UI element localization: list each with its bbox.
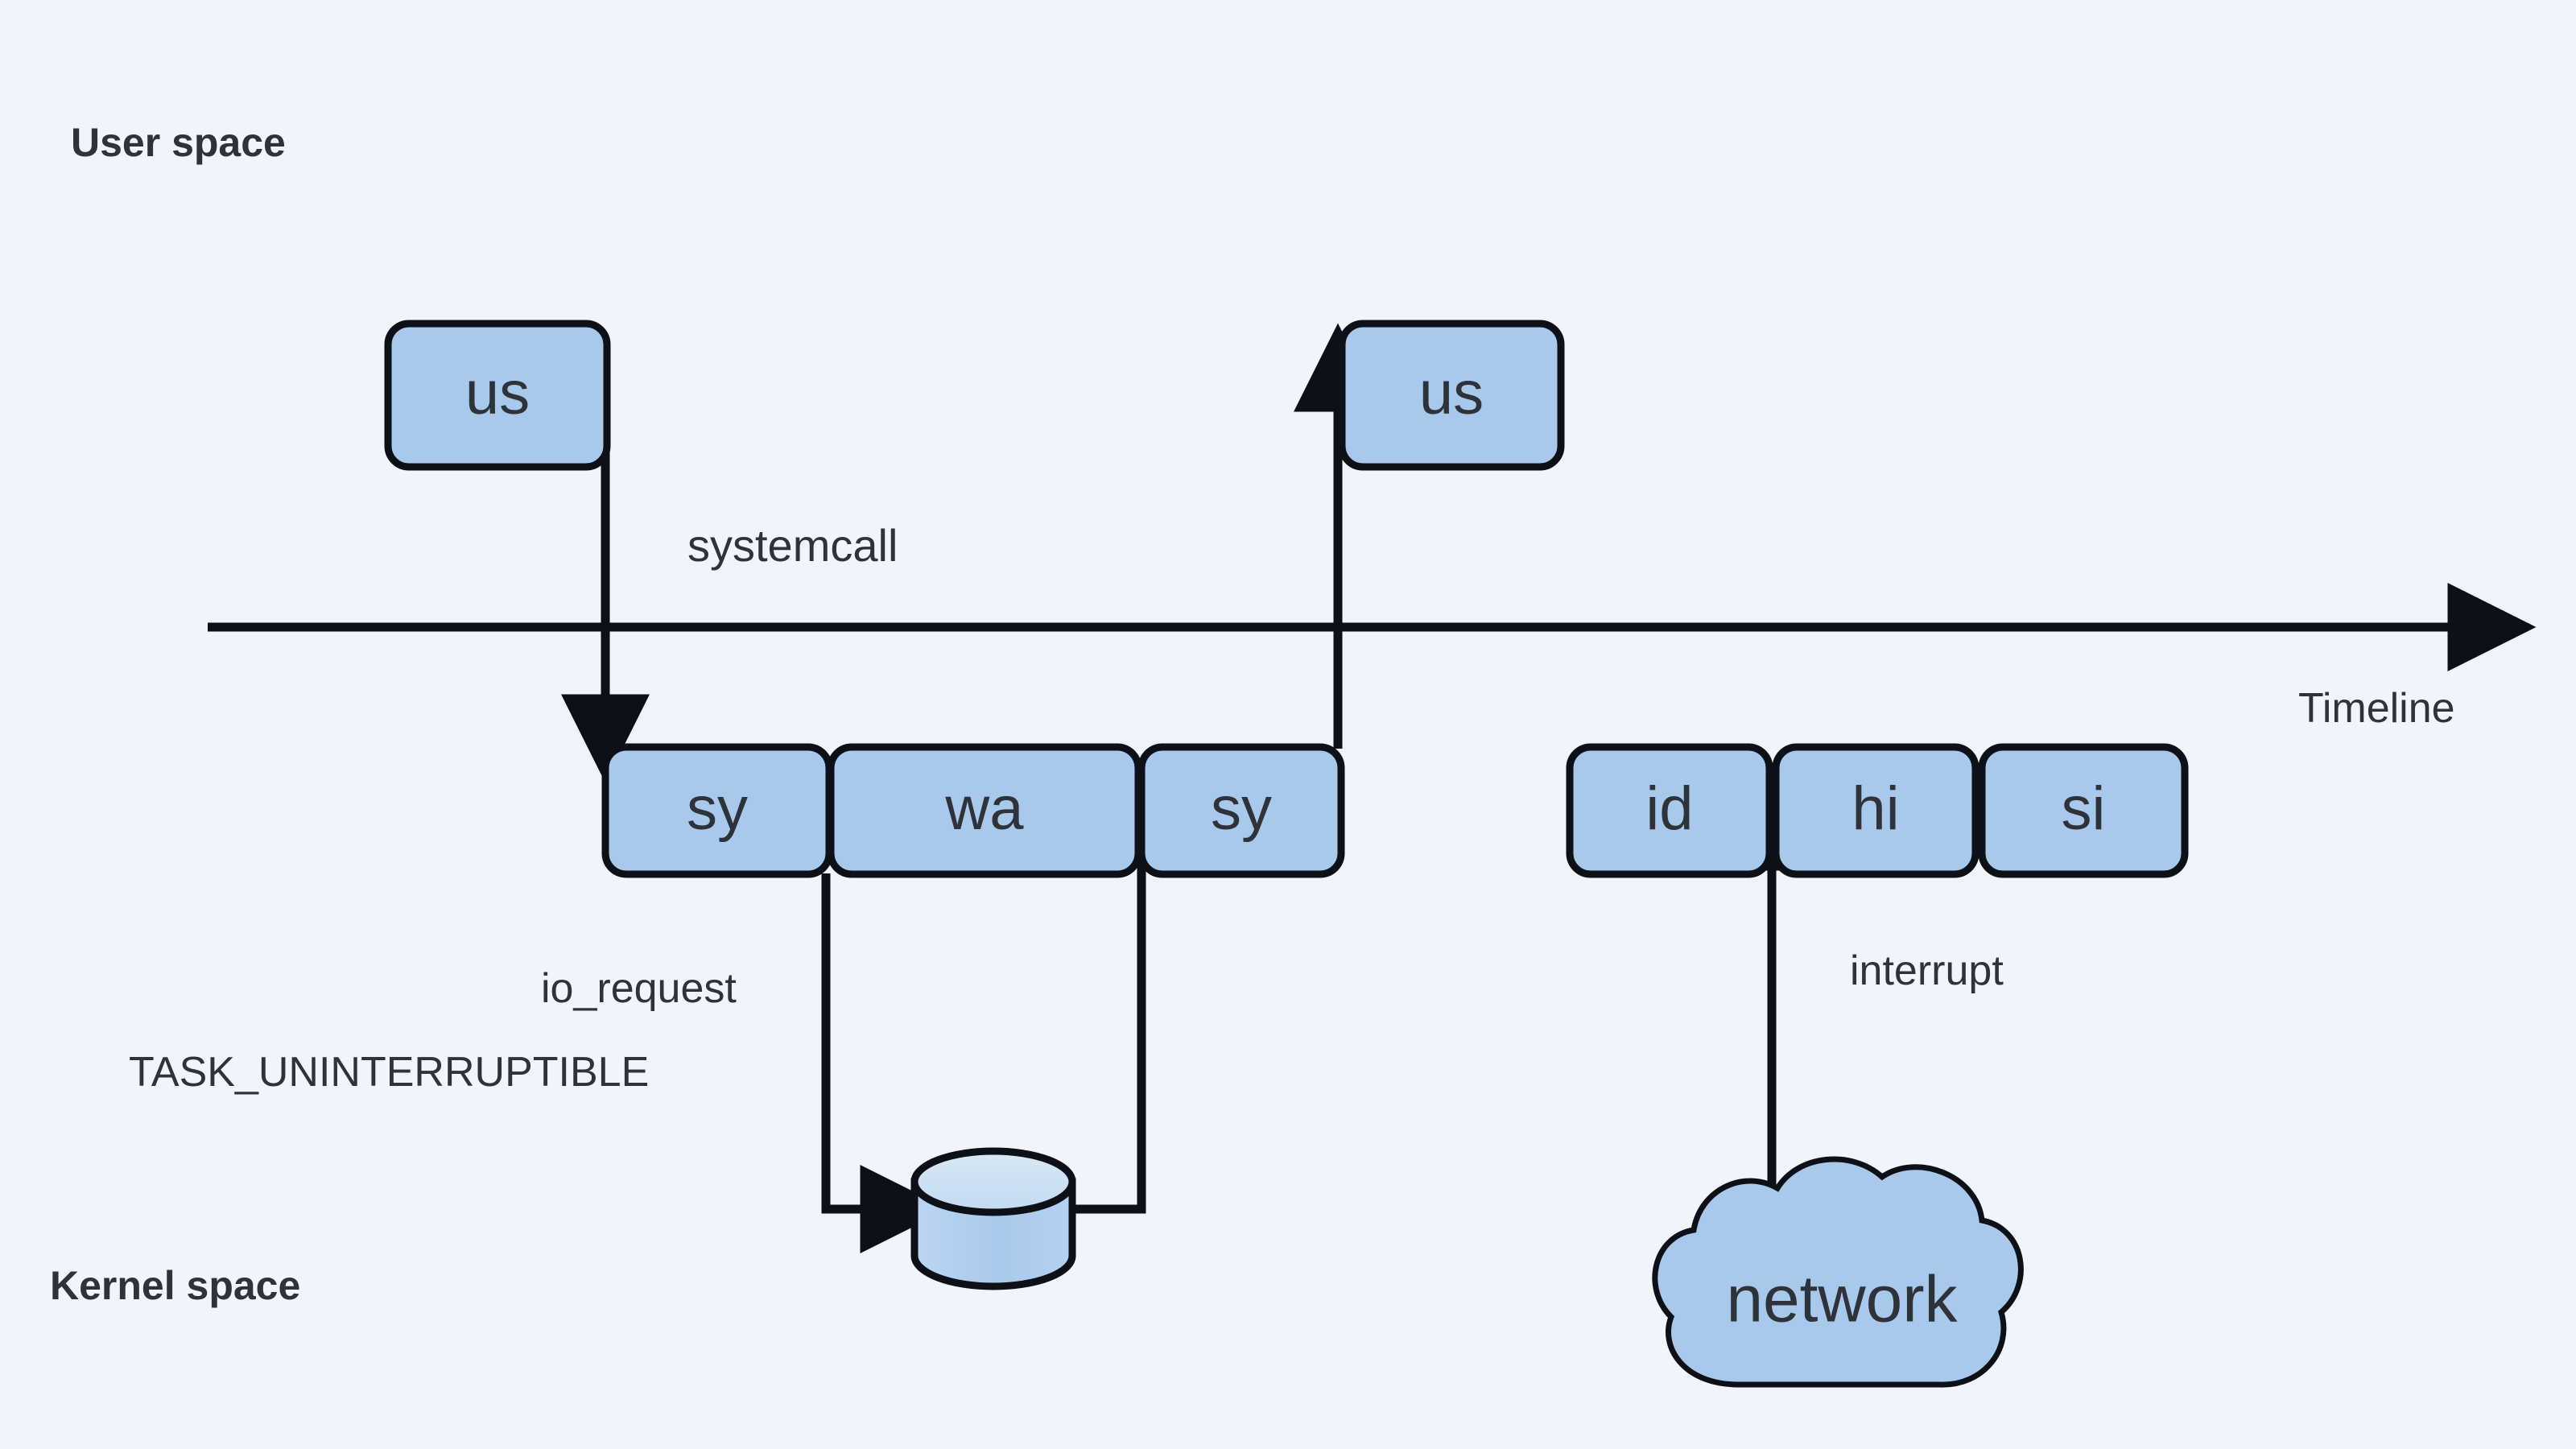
kernel-box-sy-2-label: sy xyxy=(1211,774,1272,843)
kernel-box-si-label: si xyxy=(2062,774,2106,843)
edge-io-request xyxy=(821,873,949,1253)
io-request-label: io_request xyxy=(541,965,737,1012)
systemcall-label: systemcall xyxy=(687,520,898,571)
kernel-space-label: Kernel space xyxy=(50,1263,301,1308)
kernel-box-hi-label: hi xyxy=(1852,774,1899,843)
us-box-right[interactable]: us xyxy=(1338,320,1565,471)
kernel-box-wa[interactable]: wa xyxy=(827,743,1142,878)
network-cloud[interactable]: network xyxy=(1652,1156,2024,1388)
kernel-box-sy-1[interactable]: sy xyxy=(601,743,833,878)
edge-io-complete xyxy=(1071,762,1186,1214)
timeline-label: Timeline xyxy=(2298,685,2455,732)
kernel-box-id[interactable]: id xyxy=(1566,743,1773,878)
user-space-label: User space xyxy=(71,120,286,165)
kernel-box-id-label: id xyxy=(1645,774,1693,843)
network-cloud-label: network xyxy=(1726,1263,1958,1336)
kernel-box-sy-2[interactable]: sy xyxy=(1137,743,1345,878)
us-box-left[interactable]: us xyxy=(384,320,611,471)
us-box-left-label: us xyxy=(465,359,530,427)
storage-cylinder[interactable] xyxy=(910,1147,1076,1290)
task-state-label: TASK_UNINTERRUPTIBLE xyxy=(129,1049,650,1096)
kernel-box-si[interactable]: si xyxy=(1978,743,2189,878)
kernel-box-sy-1-label: sy xyxy=(687,774,748,843)
us-box-right-label: us xyxy=(1419,359,1484,427)
kernel-box-wa-label: wa xyxy=(944,774,1024,843)
kernel-box-hi[interactable]: hi xyxy=(1772,743,1979,878)
interrupt-label: interrupt xyxy=(1850,947,2004,994)
